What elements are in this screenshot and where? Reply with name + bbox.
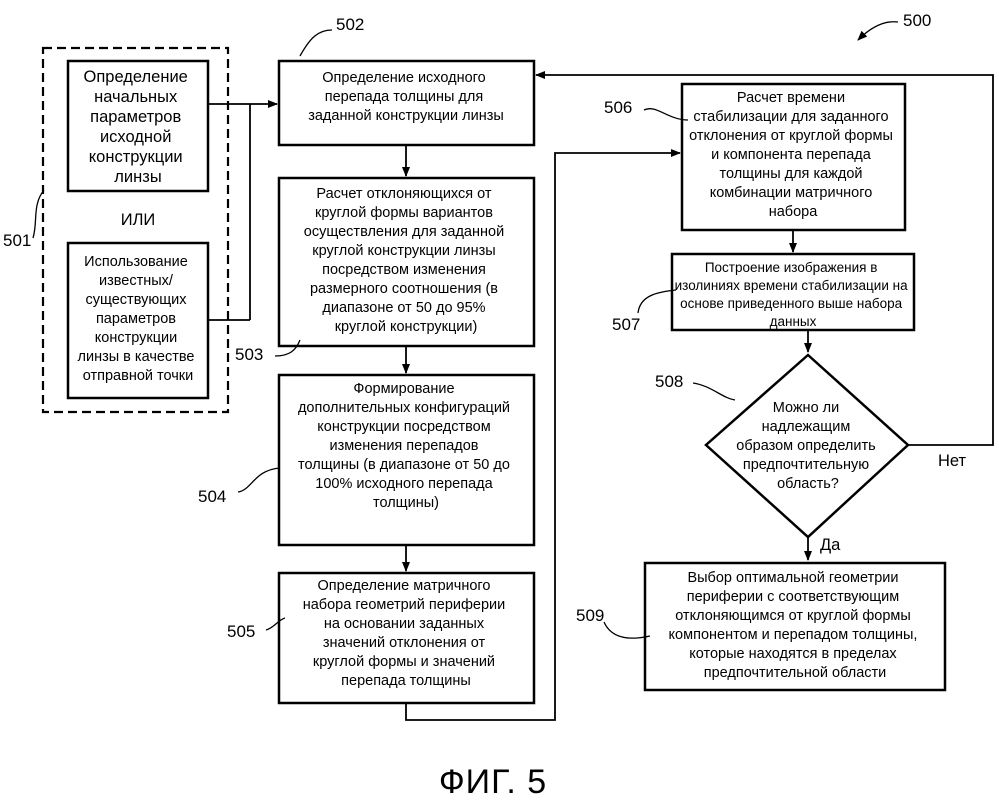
ref-509-leader xyxy=(604,622,650,638)
ref-502: 502 xyxy=(336,15,364,34)
ref-500: 500 xyxy=(903,11,931,30)
no-label: Нет xyxy=(938,452,967,470)
box-506-text: Расчет времени стабилизации для заданног… xyxy=(689,90,897,220)
ref-500-arrow xyxy=(858,22,898,40)
box-502-text: Определение исходного перепада толщины д… xyxy=(308,70,504,124)
yes-label: Да xyxy=(820,536,841,554)
box-504-text: Формирование дополнительных конфигураций… xyxy=(298,381,514,511)
ref-504-leader xyxy=(238,468,280,492)
ref-508-leader xyxy=(693,383,735,400)
ref-501: 501 xyxy=(3,231,31,250)
figure-caption: ФИГ. 5 xyxy=(439,763,547,801)
ref-507-leader xyxy=(638,290,676,313)
ref-502-leader xyxy=(300,30,332,56)
ref-505: 505 xyxy=(227,622,255,641)
ref-506: 506 xyxy=(604,98,632,117)
ref-509: 509 xyxy=(576,606,604,625)
or-label: ИЛИ xyxy=(121,211,156,229)
ref-507: 507 xyxy=(612,315,640,334)
ref-503: 503 xyxy=(235,345,263,364)
ref-504: 504 xyxy=(198,487,226,506)
ref-508: 508 xyxy=(655,372,683,391)
